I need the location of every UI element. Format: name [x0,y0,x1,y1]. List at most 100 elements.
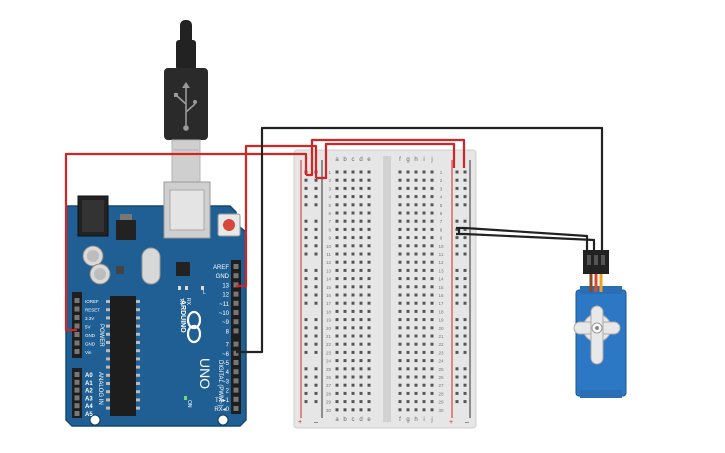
terminal-hole[interactable] [398,285,402,289]
terminal-hole[interactable] [343,244,347,248]
terminal-hole[interactable] [398,383,402,387]
rail-hole[interactable] [304,203,308,207]
terminal-hole[interactable] [414,408,418,412]
rail-hole[interactable] [314,293,318,297]
terminal-hole[interactable] [343,252,347,256]
terminal-hole[interactable] [359,334,363,338]
wire-rail-link-red[interactable] [316,142,456,180]
terminal-hole[interactable] [430,244,434,248]
terminal-hole[interactable] [351,342,355,346]
terminal-hole[interactable] [422,219,426,223]
terminal-hole[interactable] [335,293,339,297]
micro-servo[interactable] [573,250,627,398]
terminal-hole[interactable] [414,244,418,248]
rail-hole[interactable] [455,244,459,248]
rail-hole[interactable] [463,375,467,379]
rail-hole[interactable] [304,244,308,248]
terminal-hole[interactable] [343,219,347,223]
terminal-hole[interactable] [367,350,371,354]
terminal-hole[interactable] [414,350,418,354]
terminal-hole[interactable] [430,195,434,199]
terminal-hole[interactable] [359,178,363,182]
terminal-hole[interactable] [335,326,339,330]
digital-pin[interactable] [233,328,239,334]
terminal-hole[interactable] [351,285,355,289]
rail-hole[interactable] [463,391,467,395]
rail-hole[interactable] [304,334,308,338]
rail-hole[interactable] [304,375,308,379]
terminal-hole[interactable] [359,367,363,371]
terminal-hole[interactable] [406,367,410,371]
rail-hole[interactable] [463,400,467,404]
digital-pin[interactable] [233,319,239,325]
rail-hole[interactable] [304,342,308,346]
rail-hole[interactable] [314,350,318,354]
terminal-hole[interactable] [359,326,363,330]
terminal-hole[interactable] [406,359,410,363]
terminal-hole[interactable] [367,391,371,395]
rail-hole[interactable] [463,326,467,330]
analog-pin[interactable] [74,411,80,416]
analog-pin[interactable] [74,403,80,409]
terminal-hole[interactable] [398,252,402,256]
arduino-uno-board[interactable]: TX RX L ARDUINO UNO ON AREFGND1312~11~10… [65,181,247,427]
terminal-hole[interactable] [343,277,347,281]
terminal-hole[interactable] [335,178,339,182]
terminal-hole[interactable] [422,391,426,395]
terminal-hole[interactable] [367,211,371,215]
terminal-hole[interactable] [351,244,355,248]
terminal-hole[interactable] [367,334,371,338]
rail-hole[interactable] [455,268,459,272]
terminal-hole[interactable] [422,400,426,404]
terminal-hole[interactable] [430,268,434,272]
terminal-hole[interactable] [335,285,339,289]
terminal-hole[interactable] [359,309,363,313]
terminal-hole[interactable] [367,326,371,330]
terminal-hole[interactable] [367,285,371,289]
terminal-hole[interactable] [367,236,371,240]
terminal-hole[interactable] [414,186,418,190]
rail-hole[interactable] [314,400,318,404]
terminal-hole[interactable] [430,301,434,305]
digital-pin[interactable] [233,406,239,411]
terminal-hole[interactable] [430,252,434,256]
terminal-hole[interactable] [422,211,426,215]
terminal-hole[interactable] [414,383,418,387]
rail-hole[interactable] [463,285,467,289]
terminal-hole[interactable] [406,318,410,322]
analog-pin[interactable] [74,395,80,401]
terminal-hole[interactable] [414,170,418,174]
terminal-hole[interactable] [414,203,418,207]
terminal-hole[interactable] [343,367,347,371]
terminal-hole[interactable] [351,277,355,281]
terminal-hole[interactable] [414,375,418,379]
terminal-hole[interactable] [367,252,371,256]
rail-hole[interactable] [304,277,308,281]
rail-hole[interactable] [314,227,318,231]
terminal-hole[interactable] [367,219,371,223]
terminal-hole[interactable] [359,195,363,199]
terminal-hole[interactable] [430,375,434,379]
terminal-hole[interactable] [430,367,434,371]
power-pin[interactable] [74,332,80,337]
terminal-hole[interactable] [367,359,371,363]
rail-hole[interactable] [304,326,308,330]
terminal-hole[interactable] [406,277,410,281]
terminal-hole[interactable] [414,359,418,363]
terminal-hole[interactable] [398,391,402,395]
rail-hole[interactable] [314,285,318,289]
digital-pin[interactable] [233,396,239,402]
terminal-hole[interactable] [351,195,355,199]
terminal-hole[interactable] [422,342,426,346]
terminal-hole[interactable] [422,350,426,354]
wire-gnd-red[interactable] [236,144,318,288]
terminal-hole[interactable] [414,195,418,199]
terminal-hole[interactable] [343,268,347,272]
terminal-hole[interactable] [406,170,410,174]
terminal-hole[interactable] [343,285,347,289]
terminal-hole[interactable] [414,211,418,215]
rail-hole[interactable] [463,186,467,190]
terminal-hole[interactable] [398,186,402,190]
terminal-hole[interactable] [367,227,371,231]
rail-hole[interactable] [314,203,318,207]
